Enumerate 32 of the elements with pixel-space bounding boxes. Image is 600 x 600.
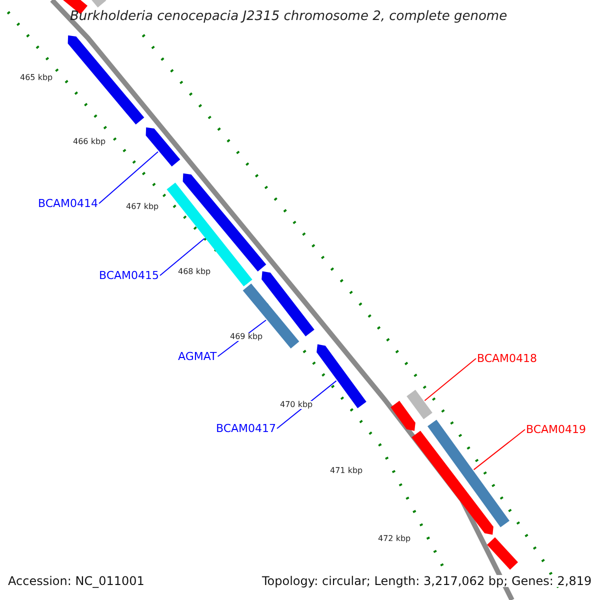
leader-line xyxy=(473,429,526,470)
scale-label: 471 kbp xyxy=(330,467,363,475)
scale-label: 468 kbp xyxy=(178,268,211,276)
leader-line xyxy=(98,151,158,204)
gene-block xyxy=(316,344,366,408)
leader-line xyxy=(160,238,205,276)
gene-label: BCAM0415 xyxy=(99,270,160,281)
gene-label: BCAM0417 xyxy=(216,423,276,434)
scale-label: 467 kbp xyxy=(126,203,159,211)
title: Burkholderia cenocepacia J2315 chromosome 2, complete genome xyxy=(70,10,508,23)
gene-block xyxy=(406,390,432,420)
gene-label: BCAM0419 xyxy=(526,424,586,435)
gene-block xyxy=(68,35,144,124)
accession-text: Accession: NC_011001 xyxy=(8,575,144,587)
leader-line xyxy=(276,380,337,429)
gene-block xyxy=(390,400,416,431)
gene-label: AGMAT xyxy=(178,351,217,362)
gene-block xyxy=(146,127,180,166)
scale-label: 466 kbp xyxy=(73,138,106,146)
leader-line xyxy=(424,358,476,402)
gene-block xyxy=(487,537,518,570)
gene-block xyxy=(166,182,252,286)
gene-label: BCAM0414 xyxy=(38,198,98,209)
gene-block xyxy=(262,271,314,336)
genome-stats-text: Topology: circular; Length: 3,217,062 bp; Genes: 2,819 xyxy=(262,575,592,587)
gene-block xyxy=(428,420,510,528)
scale-label: 465 kbp xyxy=(20,74,53,82)
scale-label: 470 kbp xyxy=(280,401,313,409)
scale-label: 472 kbp xyxy=(378,535,411,543)
scale-label: 469 kbp xyxy=(230,333,263,341)
gene-label: BCAM0418 xyxy=(477,353,538,364)
gene-block xyxy=(412,430,494,535)
